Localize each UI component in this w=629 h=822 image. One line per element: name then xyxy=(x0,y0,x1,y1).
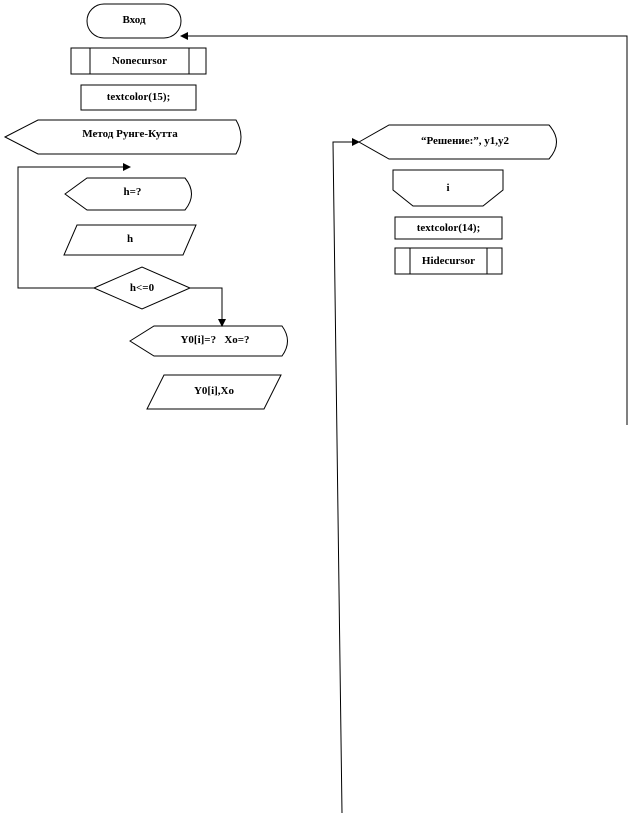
h-input-parallelogram xyxy=(63,224,197,256)
hidecursor-label: Hidecursor xyxy=(421,255,476,267)
start-terminal xyxy=(86,3,182,39)
textcolor15-process xyxy=(80,84,197,111)
decision-to-y0-connector xyxy=(190,287,226,327)
solution-label: “Решение:”, y1,y2 xyxy=(420,135,510,147)
loop-limit xyxy=(392,169,504,207)
h-check-label: h<=0 xyxy=(129,282,155,294)
textcolor14-process xyxy=(394,216,503,240)
textcolor15-label: textcolor(15); xyxy=(106,91,171,103)
h-prompt-display xyxy=(64,177,192,211)
textcolor14-label: textcolor(14); xyxy=(416,222,481,234)
solution-display xyxy=(357,124,557,160)
nonecursor-label: Nonecursor xyxy=(112,55,167,67)
loop-label: i xyxy=(446,182,450,194)
y0-input-label: Y0[i],Xo xyxy=(193,385,235,397)
y0-prompt-display xyxy=(129,325,288,357)
h-prompt-label: h=? xyxy=(123,186,142,198)
loop-back-connector xyxy=(17,163,131,289)
hidecursor-process xyxy=(394,247,503,275)
method-label: Метод Рунге-Кутта xyxy=(82,128,178,140)
y0-input-parallelogram xyxy=(146,374,282,410)
h-input-label: h xyxy=(126,233,134,245)
method-display xyxy=(3,119,242,155)
return-connector xyxy=(180,32,628,425)
y0-prompt-label: Y0[i]=? Xo=? xyxy=(180,334,250,346)
solution-entry-connector xyxy=(332,138,360,814)
nonecursor-process xyxy=(70,47,207,75)
start-label: Вход xyxy=(122,14,146,26)
